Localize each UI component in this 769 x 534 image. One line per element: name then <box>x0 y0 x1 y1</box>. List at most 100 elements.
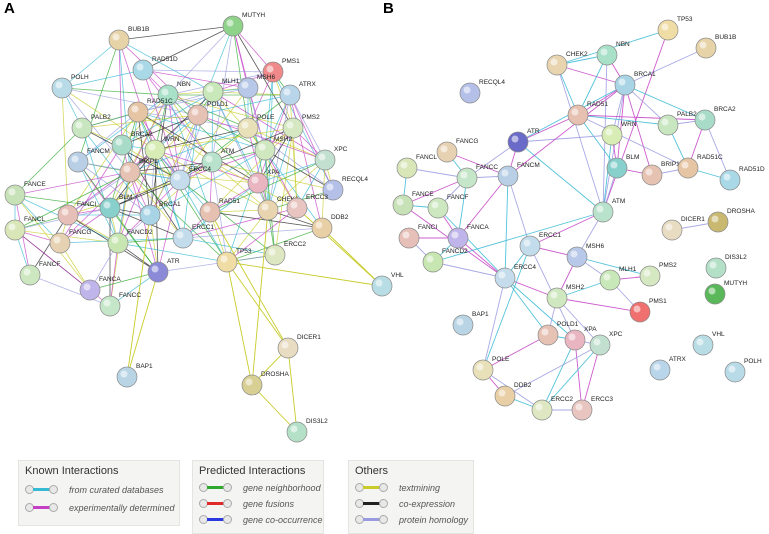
node-fanci[interactable]: FANCI <box>57 201 96 226</box>
node-rad51[interactable]: RAD51 <box>567 101 608 126</box>
node-pold1[interactable]: POLD1 <box>187 101 229 126</box>
node-tp53[interactable]: TP53 <box>216 248 252 273</box>
node-vhl[interactable]: VHL <box>371 272 404 297</box>
node-pole[interactable]: POLE <box>237 114 275 139</box>
node-brca1[interactable]: BRCA1 <box>614 71 656 96</box>
node-bap1[interactable]: BAP1 <box>452 311 489 336</box>
node-ddb2[interactable]: DDB2 <box>494 382 532 407</box>
edge <box>157 179 181 273</box>
node-chek2[interactable]: CHEK2 <box>257 196 299 221</box>
node-palb2[interactable]: PALB2 <box>657 111 697 136</box>
node-palb2[interactable]: PALB2 <box>71 114 111 139</box>
node-ercc4[interactable]: ERCC4 <box>494 264 536 289</box>
node-ddb2[interactable]: DDB2 <box>311 214 349 239</box>
node-rad51d[interactable]: RAD51D <box>719 166 765 191</box>
node-brip1[interactable]: BRIP1 <box>641 161 680 186</box>
node-fanca[interactable]: FANCA <box>447 224 489 249</box>
node-ercc2[interactable]: ERCC2 <box>264 241 306 266</box>
node-pms1[interactable]: PMS1 <box>262 58 300 83</box>
node-bub1b[interactable]: BUB1B <box>695 34 736 59</box>
node-atm[interactable]: ATM <box>592 198 625 223</box>
node-label: VHL <box>391 272 404 279</box>
node-ercc1[interactable]: ERCC1 <box>519 232 561 257</box>
node-bub1b[interactable]: BUB1B <box>108 26 149 51</box>
node-blm[interactable]: BLM <box>99 194 132 219</box>
node-xpa[interactable]: XPA <box>564 326 597 351</box>
node-drosha[interactable]: DROSHA <box>707 208 755 233</box>
node-fanca[interactable]: FANCA <box>79 276 121 301</box>
node-ercc3[interactable]: ERCC3 <box>286 194 328 219</box>
node-nbn[interactable]: NBN <box>157 81 191 106</box>
node-fance[interactable]: FANCE <box>392 191 434 216</box>
node-nbn[interactable]: NBN <box>596 41 630 66</box>
node-tp53[interactable]: TP53 <box>657 16 693 41</box>
node-bap1[interactable]: BAP1 <box>116 363 153 388</box>
node-mutyh[interactable]: MUTYH <box>222 12 265 37</box>
node-ercc4[interactable]: ERCC4 <box>169 166 211 191</box>
node-fance[interactable]: FANCE <box>4 181 46 206</box>
node-rad51d[interactable]: RAD51D <box>132 56 178 81</box>
node-brca1[interactable]: BRCA1 <box>139 201 181 226</box>
node-polh[interactable]: POLH <box>51 74 89 99</box>
node-fancf[interactable]: FANCF <box>19 261 60 286</box>
node-pole[interactable]: POLE <box>472 356 510 381</box>
node-label: MUTYH <box>724 280 747 287</box>
node-pold1[interactable]: POLD1 <box>537 321 579 346</box>
node-brca2[interactable]: BRCA2 <box>111 131 153 156</box>
node-recql4[interactable]: RECQL4 <box>459 79 505 104</box>
node-pms2[interactable]: PMS2 <box>282 114 320 139</box>
node-ercc2[interactable]: ERCC2 <box>531 396 573 421</box>
node-xpc[interactable]: XPC <box>589 331 623 356</box>
node-atm[interactable]: ATM <box>201 148 234 173</box>
node-mlh1[interactable]: MLH1 <box>202 78 240 103</box>
node-circle <box>4 184 26 206</box>
node-pms2[interactable]: PMS2 <box>639 262 677 287</box>
node-atr[interactable]: ATR <box>147 258 180 283</box>
node-atr[interactable]: ATR <box>507 128 540 153</box>
node-xpc[interactable]: XPC <box>314 146 348 171</box>
node-xpa[interactable]: XPA <box>247 169 280 194</box>
node-msh2[interactable]: MSH2 <box>254 136 292 161</box>
node-chek2[interactable]: CHEK2 <box>546 51 588 76</box>
node-atrx[interactable]: ATRX <box>649 356 687 381</box>
node-dis3l2[interactable]: DIS3L2 <box>705 254 747 279</box>
node-fancc[interactable]: FANCC <box>99 292 141 317</box>
node-fancm[interactable]: FANCM <box>497 162 540 187</box>
node-fanci[interactable]: FANCI <box>398 224 437 249</box>
node-fancd2[interactable]: FANCD2 <box>107 229 153 254</box>
node-fancl[interactable]: FANCL <box>396 154 437 179</box>
node-fancc[interactable]: FANCC <box>456 164 498 189</box>
node-highlight <box>115 138 123 146</box>
node-recql4[interactable]: RECQL4 <box>322 176 368 201</box>
node-pms1[interactable]: PMS1 <box>629 298 667 323</box>
node-rad51[interactable]: RAD51 <box>199 198 240 223</box>
node-brca2[interactable]: BRCA2 <box>694 106 736 131</box>
node-msh6[interactable]: MSH6 <box>237 74 275 99</box>
node-label: FANCA <box>467 224 489 231</box>
node-rad51c[interactable]: RAD51C <box>677 154 723 179</box>
node-fancg[interactable]: FANCG <box>49 229 91 254</box>
node-wrn[interactable]: WRN <box>601 121 637 146</box>
node-dicer1[interactable]: DICER1 <box>661 216 705 241</box>
node-fancd2[interactable]: FANCD2 <box>422 248 468 273</box>
node-fancg[interactable]: FANCG <box>436 138 478 163</box>
node-ercc3[interactable]: ERCC3 <box>571 396 613 421</box>
node-ercc1[interactable]: ERCC1 <box>172 224 214 249</box>
node-wrn[interactable]: WRN <box>144 136 180 161</box>
node-msh6[interactable]: MSH6 <box>566 243 604 268</box>
node-vhl[interactable]: VHL <box>692 331 725 356</box>
node-mutyh[interactable]: MUTYH <box>704 280 747 305</box>
node-dicer1[interactable]: DICER1 <box>277 334 321 359</box>
node-brip1[interactable]: BRIP1 <box>119 158 158 183</box>
node-atrx[interactable]: ATRX <box>279 81 317 106</box>
node-blm[interactable]: BLM <box>606 154 639 179</box>
node-fancl[interactable]: FANCL <box>4 216 45 241</box>
node-drosha[interactable]: DROSHA <box>241 371 289 396</box>
node-dis3l2[interactable]: DIS3L2 <box>286 418 328 443</box>
node-polh[interactable]: POLH <box>724 358 762 383</box>
node-mlh1[interactable]: MLH1 <box>599 266 637 291</box>
node-rad51c[interactable]: RAD51C <box>127 98 173 123</box>
node-fancm[interactable]: FANCM <box>67 148 110 173</box>
node-msh2[interactable]: MSH2 <box>546 284 584 309</box>
node-fancf[interactable]: FANCF <box>427 194 468 219</box>
